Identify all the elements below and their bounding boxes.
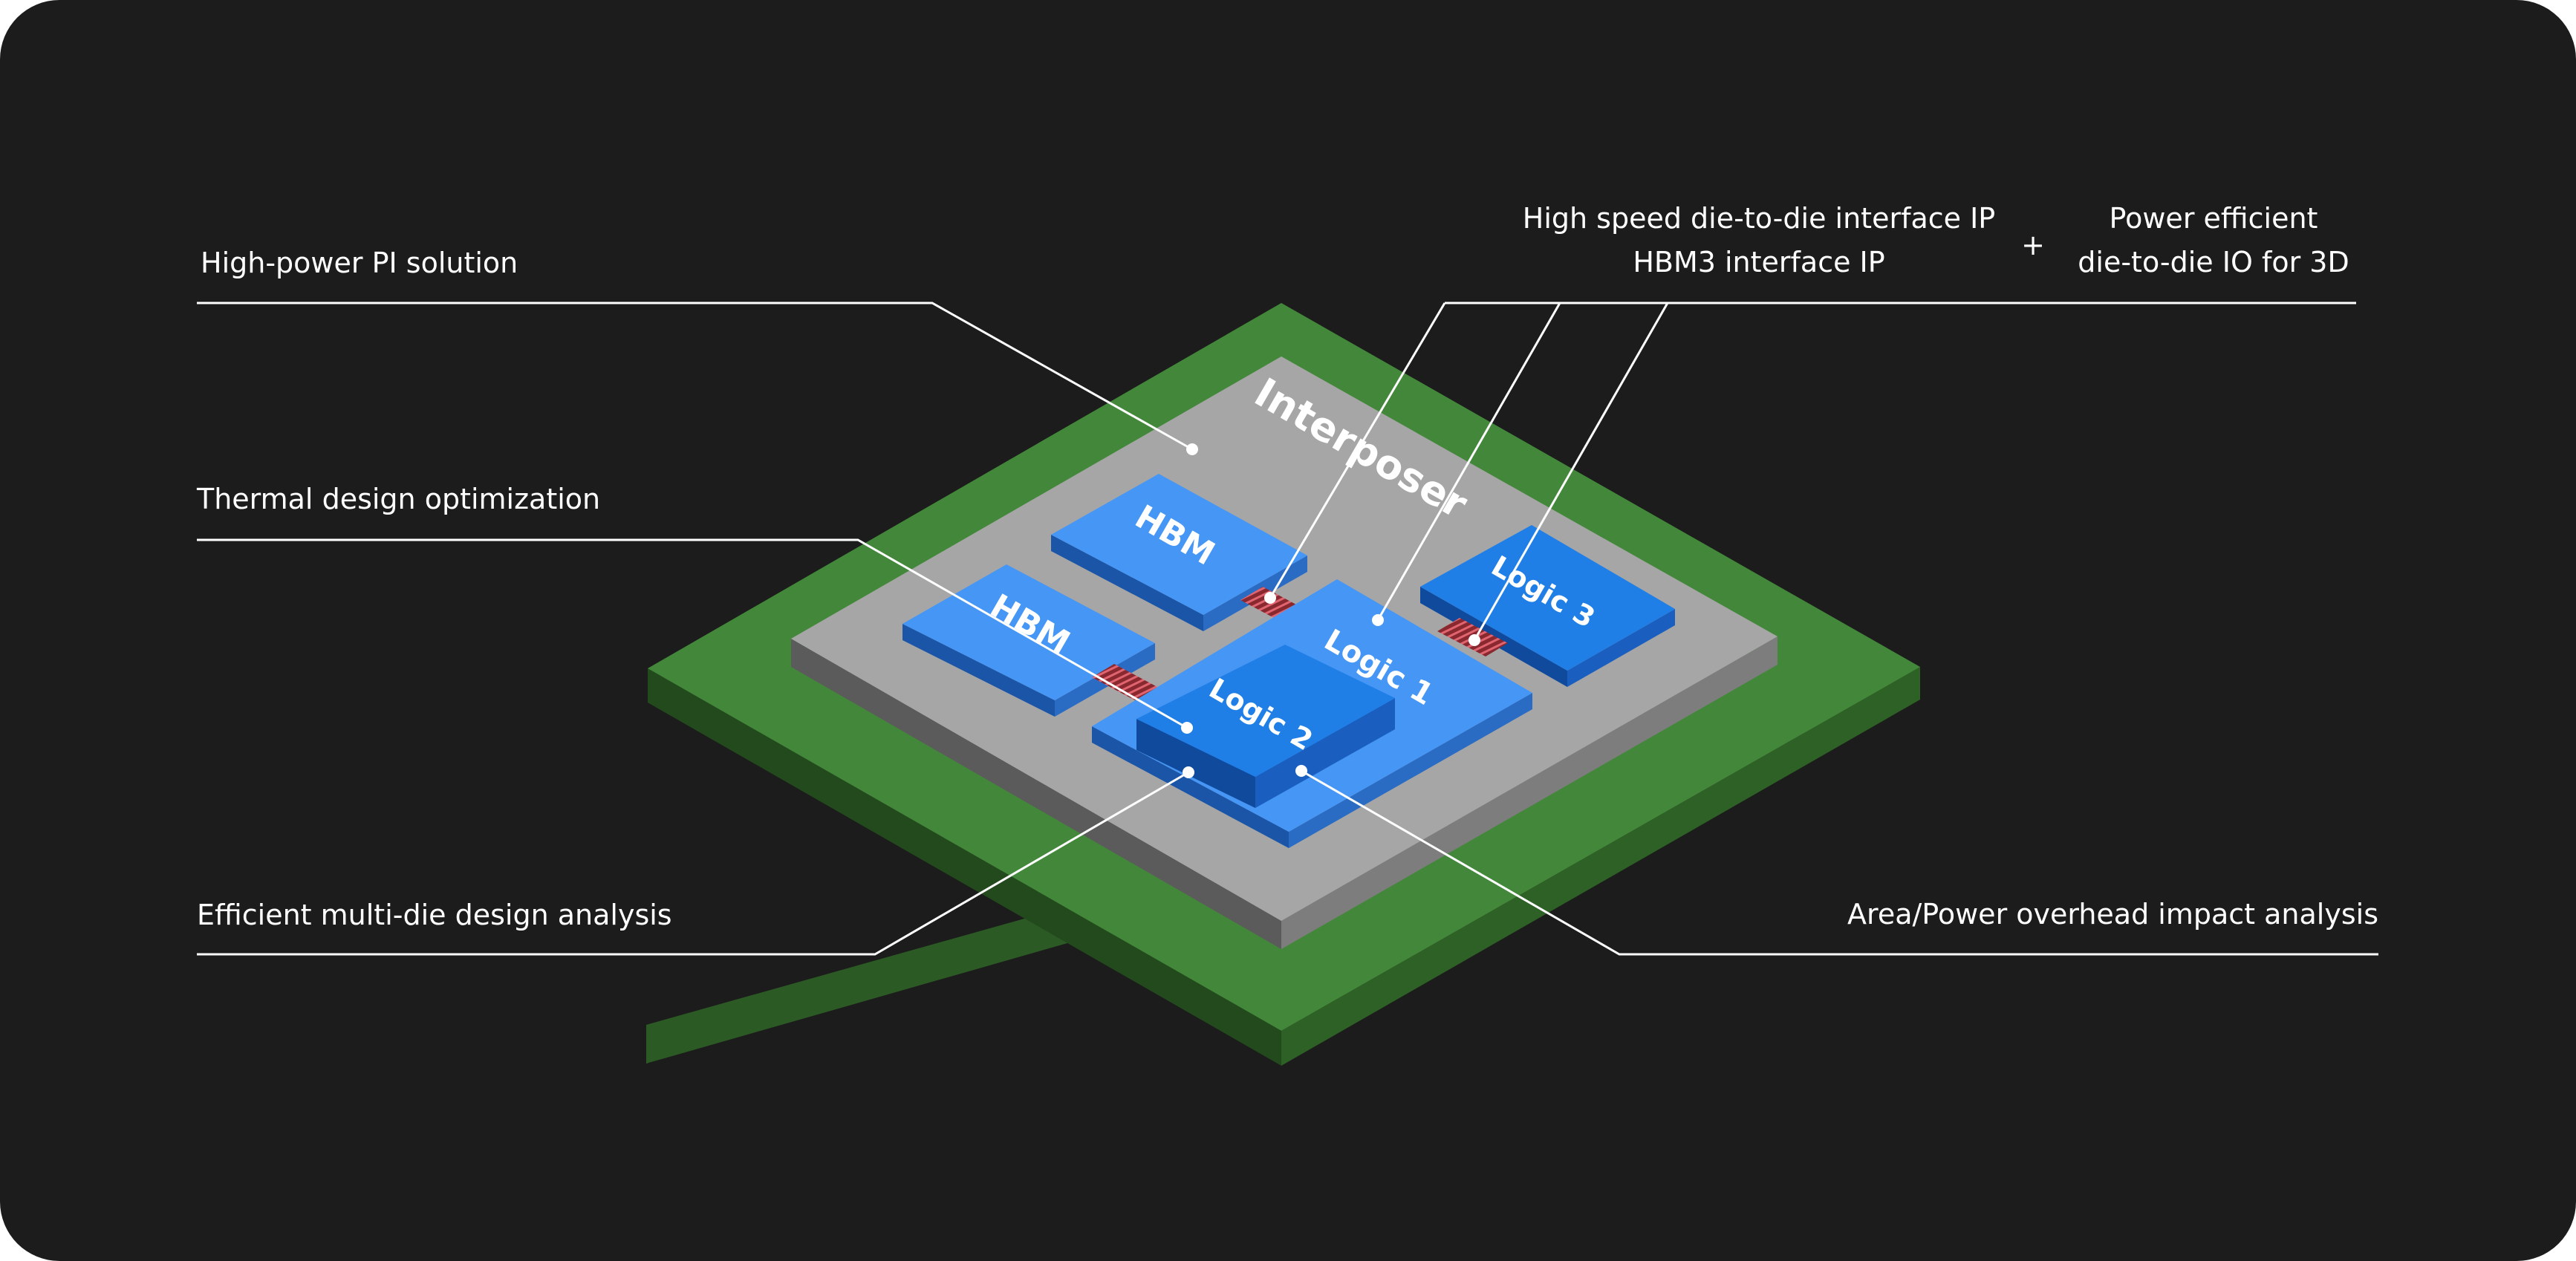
logic2-die: Logic 2: [1136, 645, 1395, 808]
hbm-die-left: HBM: [902, 564, 1155, 717]
callout-power-line2: die-to-die IO for 3D: [2078, 246, 2349, 278]
plus-symbol: +: [2021, 229, 2045, 261]
callout-d2d-line1: High speed die-to-die interface IP: [1523, 202, 1995, 235]
callout-multi-die: Efficient multi-die design analysis: [197, 899, 672, 931]
callout-high-power-pi: High-power PI solution: [201, 247, 518, 279]
callout-hbm3-line2: HBM3 interface IP: [1633, 246, 1884, 278]
callout-area-power: Area/Power overhead impact analysis: [1847, 898, 2378, 931]
callout-power-line1: Power efficient: [2110, 202, 2318, 235]
callout-thermal: Thermal design optimization: [196, 483, 600, 515]
leader-lines: [197, 302, 2378, 956]
